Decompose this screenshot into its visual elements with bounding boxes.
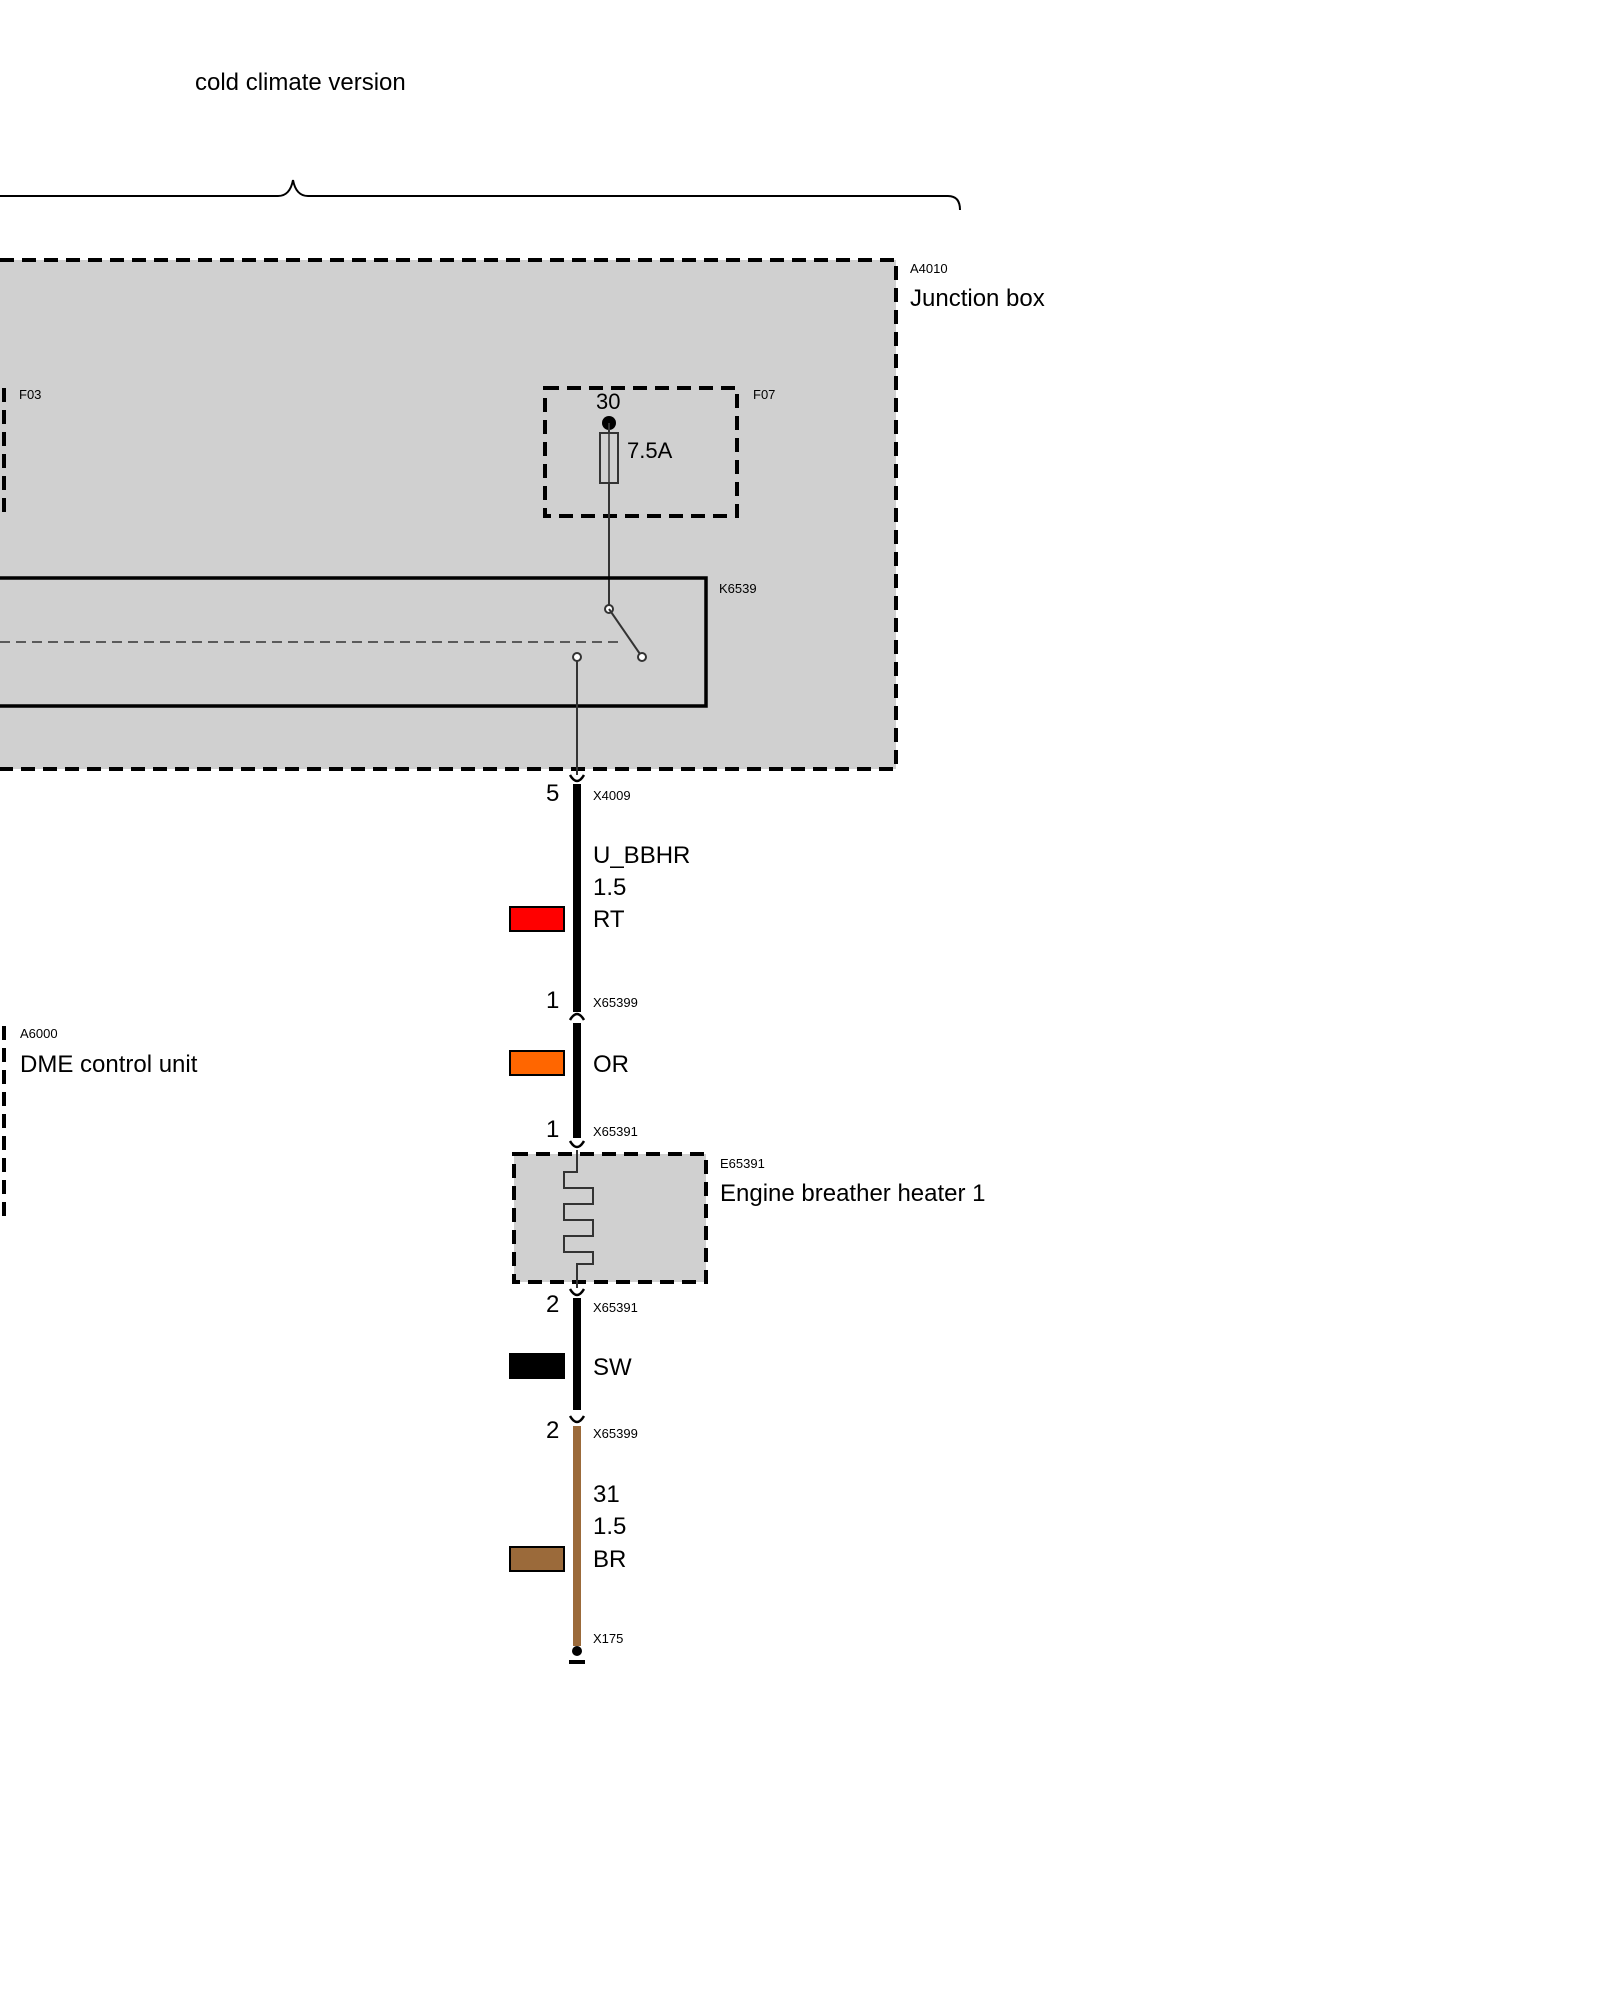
connector-id: X65391 — [593, 1124, 638, 1139]
fuse-f07: F07 30 7.5A — [543, 386, 775, 609]
wire-color-swatch — [509, 906, 565, 932]
connector-id: X65399 — [593, 995, 638, 1010]
connector-x65399-top: 1 X65399 — [546, 987, 638, 1021]
relay-contact-no — [637, 652, 647, 662]
connector-x65399-bottom: 2 X65399 — [546, 1415, 638, 1444]
heater-name: Engine breather heater 1 — [720, 1180, 986, 1207]
dme-control-unit: A6000 DME control unit — [2, 1026, 198, 1218]
fuse-f07-terminal: 30 — [596, 389, 620, 414]
wire-color-swatch — [509, 1050, 565, 1076]
engine-breather-heater: E65391 Engine breather heater 1 — [512, 1150, 986, 1288]
wire-color-code: OR — [593, 1051, 629, 1078]
connector-id: X4009 — [593, 788, 631, 803]
connector-symbol — [568, 1012, 586, 1021]
wire-gauge: 1.5 — [593, 1513, 626, 1540]
ground-dot — [572, 1646, 582, 1656]
wire-color-code: RT — [593, 906, 625, 933]
wire-or: OR — [509, 1023, 629, 1138]
connector-symbol — [568, 1415, 586, 1424]
fuse-f07-rating: 7.5A — [627, 438, 673, 463]
connector-id: X65391 — [593, 1300, 638, 1315]
fuse-f03-id: F03 — [19, 387, 41, 402]
connector-symbol — [568, 774, 586, 783]
heater-border — [512, 1152, 708, 1284]
junction-box: A4010 Junction box — [0, 258, 1045, 771]
wire-color-code: SW — [593, 1354, 632, 1381]
connector-x4009: 5 X4009 — [546, 774, 631, 807]
heater-id: E65391 — [720, 1156, 765, 1171]
variant-brace — [0, 179, 961, 211]
relay-k6539: K6539 — [0, 576, 757, 775]
junction-box-name: Junction box — [910, 285, 1045, 312]
connector-x65391-top: 1 X65391 — [546, 1116, 638, 1149]
ground-id: X175 — [593, 1631, 623, 1646]
relay-border — [0, 576, 708, 708]
wire-u-bbhr: U_BBHR 1.5 RT — [509, 784, 690, 1012]
ground-x175: X175 — [569, 1631, 623, 1664]
wire-color-code: BR — [593, 1546, 626, 1573]
connector-symbol — [568, 1140, 586, 1149]
wire-signal: 31 — [593, 1481, 620, 1508]
relay-contact-out — [572, 652, 582, 662]
wire-color-swatch — [509, 1353, 565, 1379]
fuse-f03: F03 — [2, 387, 41, 515]
relay-id: K6539 — [719, 581, 757, 596]
junction-box-border — [0, 258, 898, 771]
connector-pin: 1 — [546, 987, 559, 1014]
wire-gauge: 1.5 — [593, 874, 626, 901]
connector-symbol — [568, 1288, 586, 1297]
junction-box-id: A4010 — [910, 261, 948, 276]
connector-x65391-bottom: 2 X65391 — [546, 1288, 638, 1318]
dme-name: DME control unit — [20, 1051, 198, 1078]
junction-box-fill — [0, 260, 896, 769]
dme-id: A6000 — [20, 1026, 58, 1041]
connector-pin: 2 — [546, 1417, 559, 1444]
connector-pin: 5 — [546, 780, 559, 807]
wire-31-br: 31 1.5 BR — [509, 1426, 626, 1646]
relay-switch-arm — [608, 608, 641, 655]
connector-pin: 1 — [546, 1116, 559, 1143]
variant-label: cold climate version — [195, 69, 406, 96]
heater-element-icon — [563, 1150, 594, 1288]
heater-fill — [514, 1154, 706, 1282]
connector-pin: 2 — [546, 1291, 559, 1318]
fuse-f07-border — [543, 386, 739, 518]
wire-color-swatch — [509, 1546, 565, 1572]
wire-sw: SW — [509, 1298, 632, 1410]
wire-signal: U_BBHR — [593, 842, 690, 869]
connector-id: X65399 — [593, 1426, 638, 1441]
fuse-f07-id: F07 — [753, 387, 775, 402]
